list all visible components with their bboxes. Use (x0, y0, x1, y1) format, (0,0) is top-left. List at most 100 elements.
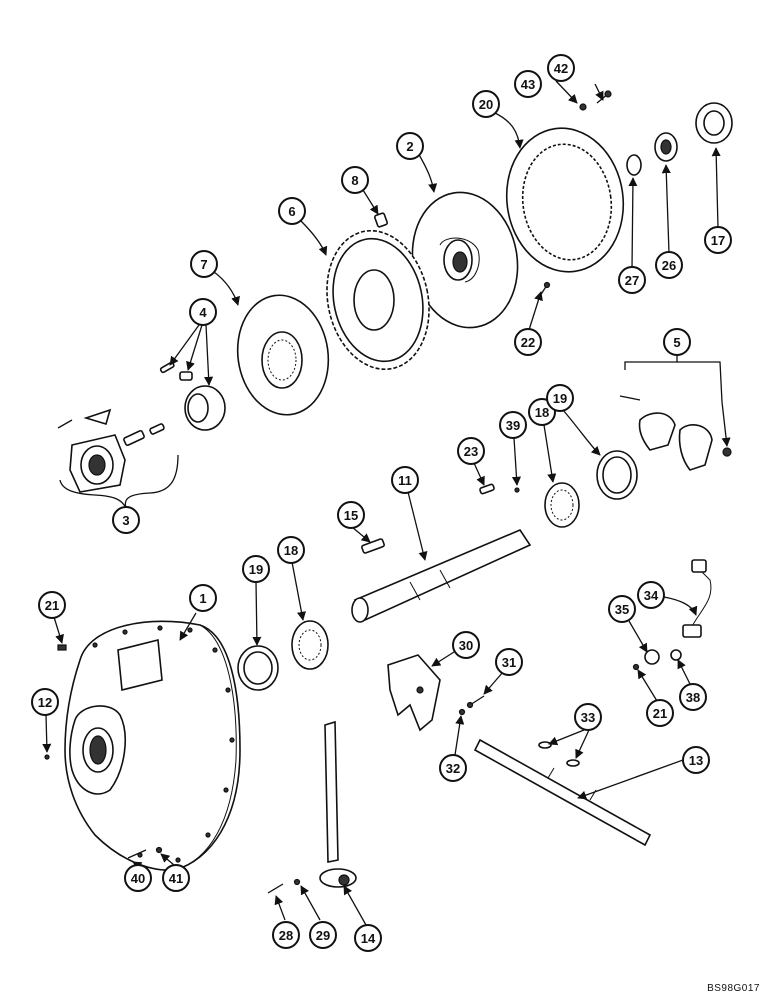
callout-13: 13 (682, 746, 710, 774)
part-sprocket-6 (326, 229, 430, 371)
svg-text:14: 14 (361, 931, 376, 946)
callout-1: 1 (189, 584, 217, 612)
callout-30: 30 (452, 631, 480, 659)
callout-5: 5 (663, 328, 691, 356)
svg-text:29: 29 (316, 928, 330, 943)
part-washer-43 (579, 103, 587, 111)
part-lever-14 (319, 720, 357, 888)
callout-19-lower: 19 (242, 555, 270, 583)
part-fitting-35 (644, 649, 660, 665)
svg-text:4: 4 (199, 305, 207, 320)
callout-15: 15 (337, 501, 365, 529)
part-bolt-31 (466, 695, 485, 709)
callout-17: 17 (704, 226, 732, 254)
part-key-23 (479, 483, 495, 495)
svg-text:23: 23 (464, 444, 478, 459)
callout-12: 12 (31, 688, 59, 716)
part-rod-13 (473, 738, 652, 847)
callout-33: 33 (574, 703, 602, 731)
part-plug-21-left (57, 644, 67, 651)
callout-26: 26 (655, 251, 683, 279)
part-bearing-18-lower (291, 620, 329, 670)
svg-text:32: 32 (446, 761, 460, 776)
svg-text:18: 18 (535, 405, 549, 420)
callout-43: 43 (514, 70, 542, 98)
part-fitting-34 (682, 559, 712, 638)
callout-19-upper: 19 (546, 384, 574, 412)
part-bearing-17 (695, 102, 733, 144)
callout-39: 39 (499, 411, 527, 439)
part-shift-fork-30 (387, 654, 441, 732)
callout-31: 31 (495, 648, 523, 676)
svg-text:15: 15 (344, 508, 358, 523)
svg-text:12: 12 (38, 695, 52, 710)
callout-18-lower: 18 (277, 536, 305, 564)
svg-text:38: 38 (686, 690, 700, 705)
callout-38: 38 (679, 683, 707, 711)
svg-text:19: 19 (249, 562, 263, 577)
part-washer-41 (155, 846, 163, 854)
callout-21-right: 21 (646, 699, 674, 727)
part-clutch-plate-7 (236, 294, 330, 416)
callout-23: 23 (457, 437, 485, 465)
svg-text:2: 2 (406, 139, 413, 154)
part-washer-29 (293, 878, 301, 886)
svg-text:19: 19 (553, 391, 567, 406)
svg-text:6: 6 (288, 204, 295, 219)
leader-lines (42, 80, 731, 926)
part-key-15 (361, 538, 385, 554)
svg-text:39: 39 (506, 418, 520, 433)
part-clamp-5 (619, 395, 732, 471)
part-shaft-11 (351, 529, 532, 623)
svg-text:21: 21 (45, 598, 59, 613)
callout-29: 29 (309, 921, 337, 949)
svg-text:20: 20 (479, 97, 493, 112)
part-oring-38 (670, 649, 682, 661)
reference-code: BS98G017 (707, 983, 760, 994)
part-bolt-22 (539, 281, 551, 297)
callout-14: 14 (354, 924, 382, 952)
callout-27: 27 (618, 266, 646, 294)
svg-text:30: 30 (459, 638, 473, 653)
svg-text:3: 3 (122, 513, 129, 528)
callout-40: 40 (124, 864, 152, 892)
part-plug-21-right (632, 663, 640, 671)
part-washer-27 (626, 154, 642, 176)
callout-28: 28 (272, 921, 300, 949)
callout-8: 8 (341, 166, 369, 194)
part-retainer-3 (57, 408, 165, 493)
svg-text:42: 42 (554, 61, 568, 76)
svg-text:13: 13 (689, 753, 703, 768)
svg-text:21: 21 (653, 706, 667, 721)
svg-text:33: 33 (581, 710, 595, 725)
callout-4: 4 (189, 298, 217, 326)
callout-34: 34 (637, 581, 665, 609)
part-bolt-28 (267, 883, 284, 894)
svg-text:31: 31 (502, 655, 516, 670)
svg-text:26: 26 (662, 258, 676, 273)
callout-21-left: 21 (38, 591, 66, 619)
part-collar-4 (159, 361, 226, 431)
svg-text:40: 40 (131, 871, 145, 886)
part-race-19-lower (237, 645, 279, 691)
part-nut-26 (654, 132, 678, 162)
svg-text:27: 27 (625, 273, 639, 288)
part-bolt-42 (596, 90, 612, 104)
part-bearing-18-upper (544, 482, 580, 528)
part-ring-gear-20 (505, 127, 625, 273)
svg-text:43: 43 (521, 77, 535, 92)
svg-text:8: 8 (351, 173, 358, 188)
svg-text:41: 41 (169, 871, 183, 886)
svg-text:28: 28 (279, 928, 293, 943)
part-pin-39 (514, 487, 520, 493)
callout-22: 22 (514, 328, 542, 356)
svg-text:18: 18 (284, 543, 298, 558)
svg-text:34: 34 (644, 588, 659, 603)
callout-7: 7 (190, 250, 218, 278)
svg-text:1: 1 (199, 591, 206, 606)
callout-3: 3 (112, 506, 140, 534)
callout-6: 6 (278, 197, 306, 225)
part-keys-33 (538, 741, 580, 767)
part-race-19-upper (596, 450, 638, 500)
